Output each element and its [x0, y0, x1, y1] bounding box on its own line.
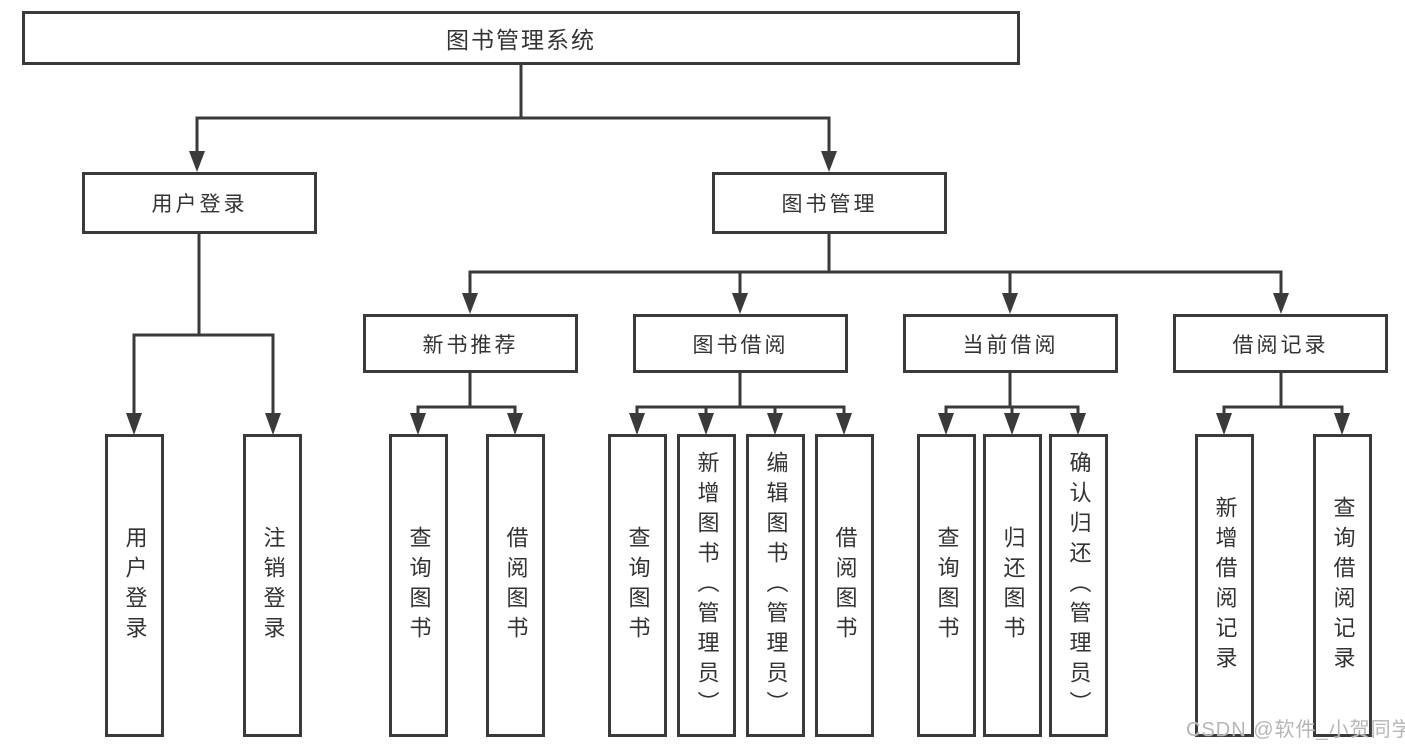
leaf-borrow-books: 借阅图书	[815, 434, 874, 737]
node-book-borrowing: 图书借阅	[633, 314, 848, 373]
leaf-query-books-recommend: 查询图书	[389, 434, 448, 737]
node-label: 当前借阅	[962, 333, 1059, 357]
leaf-label: 注销登录	[260, 525, 286, 646]
leaf-label: 编辑图书（管理员）	[763, 450, 789, 721]
node-new-book-recommendation: 新书推荐	[363, 314, 578, 373]
leaf-edit-book-admin: 编辑图书（管理员）	[746, 434, 805, 737]
leaf-query-borrow-record: 查询借阅记录	[1313, 434, 1372, 737]
leaf-confirm-return-admin: 确认归还（管理员）	[1049, 434, 1108, 737]
leaf-label: 新增借阅记录	[1212, 495, 1238, 676]
leaf-query-books-borrowing: 查询图书	[608, 434, 667, 737]
node-label: 用户登录	[151, 193, 248, 216]
leaf-label: 借阅图书	[503, 525, 529, 646]
csdn-watermark: CSDN @软件_小贺同学	[1186, 719, 1405, 741]
leaf-label: 确认归还（管理员）	[1066, 450, 1092, 721]
node-user-login: 用户登录	[82, 172, 317, 234]
node-borrowing-records: 借阅记录	[1173, 314, 1388, 373]
leaf-logout: 注销登录	[243, 434, 302, 737]
leaf-label: 查询图书	[406, 525, 432, 646]
leaf-query-books-current: 查询图书	[917, 434, 976, 737]
node-label: 图书管理	[781, 193, 878, 216]
leaf-label: 借阅图书	[832, 525, 858, 646]
node-label: 新书推荐	[422, 333, 519, 357]
leaf-label: 查询图书	[625, 525, 651, 646]
leaf-add-book-admin: 新增图书（管理员）	[677, 434, 736, 737]
leaf-label: 新增图书（管理员）	[694, 450, 720, 721]
leaf-user-login: 用户登录	[105, 434, 164, 737]
node-label: 图书借阅	[692, 333, 789, 357]
node-label: 图书管理系统	[446, 27, 596, 53]
leaf-borrow-books-recommend: 借阅图书	[486, 434, 545, 737]
node-library-management-system: 图书管理系统	[22, 11, 1020, 65]
leaf-label: 用户登录	[122, 525, 148, 646]
leaf-return-books: 归还图书	[983, 434, 1042, 737]
leaf-label: 查询借阅记录	[1330, 495, 1356, 676]
node-book-management: 图书管理	[712, 172, 947, 234]
leaf-add-borrow-record: 新增借阅记录	[1195, 434, 1254, 737]
node-current-borrowing: 当前借阅	[903, 314, 1118, 373]
arrowheads	[126, 151, 1350, 435]
leaf-label: 查询图书	[934, 525, 960, 646]
node-label: 借阅记录	[1232, 333, 1329, 357]
leaf-label: 归还图书	[1000, 525, 1026, 646]
